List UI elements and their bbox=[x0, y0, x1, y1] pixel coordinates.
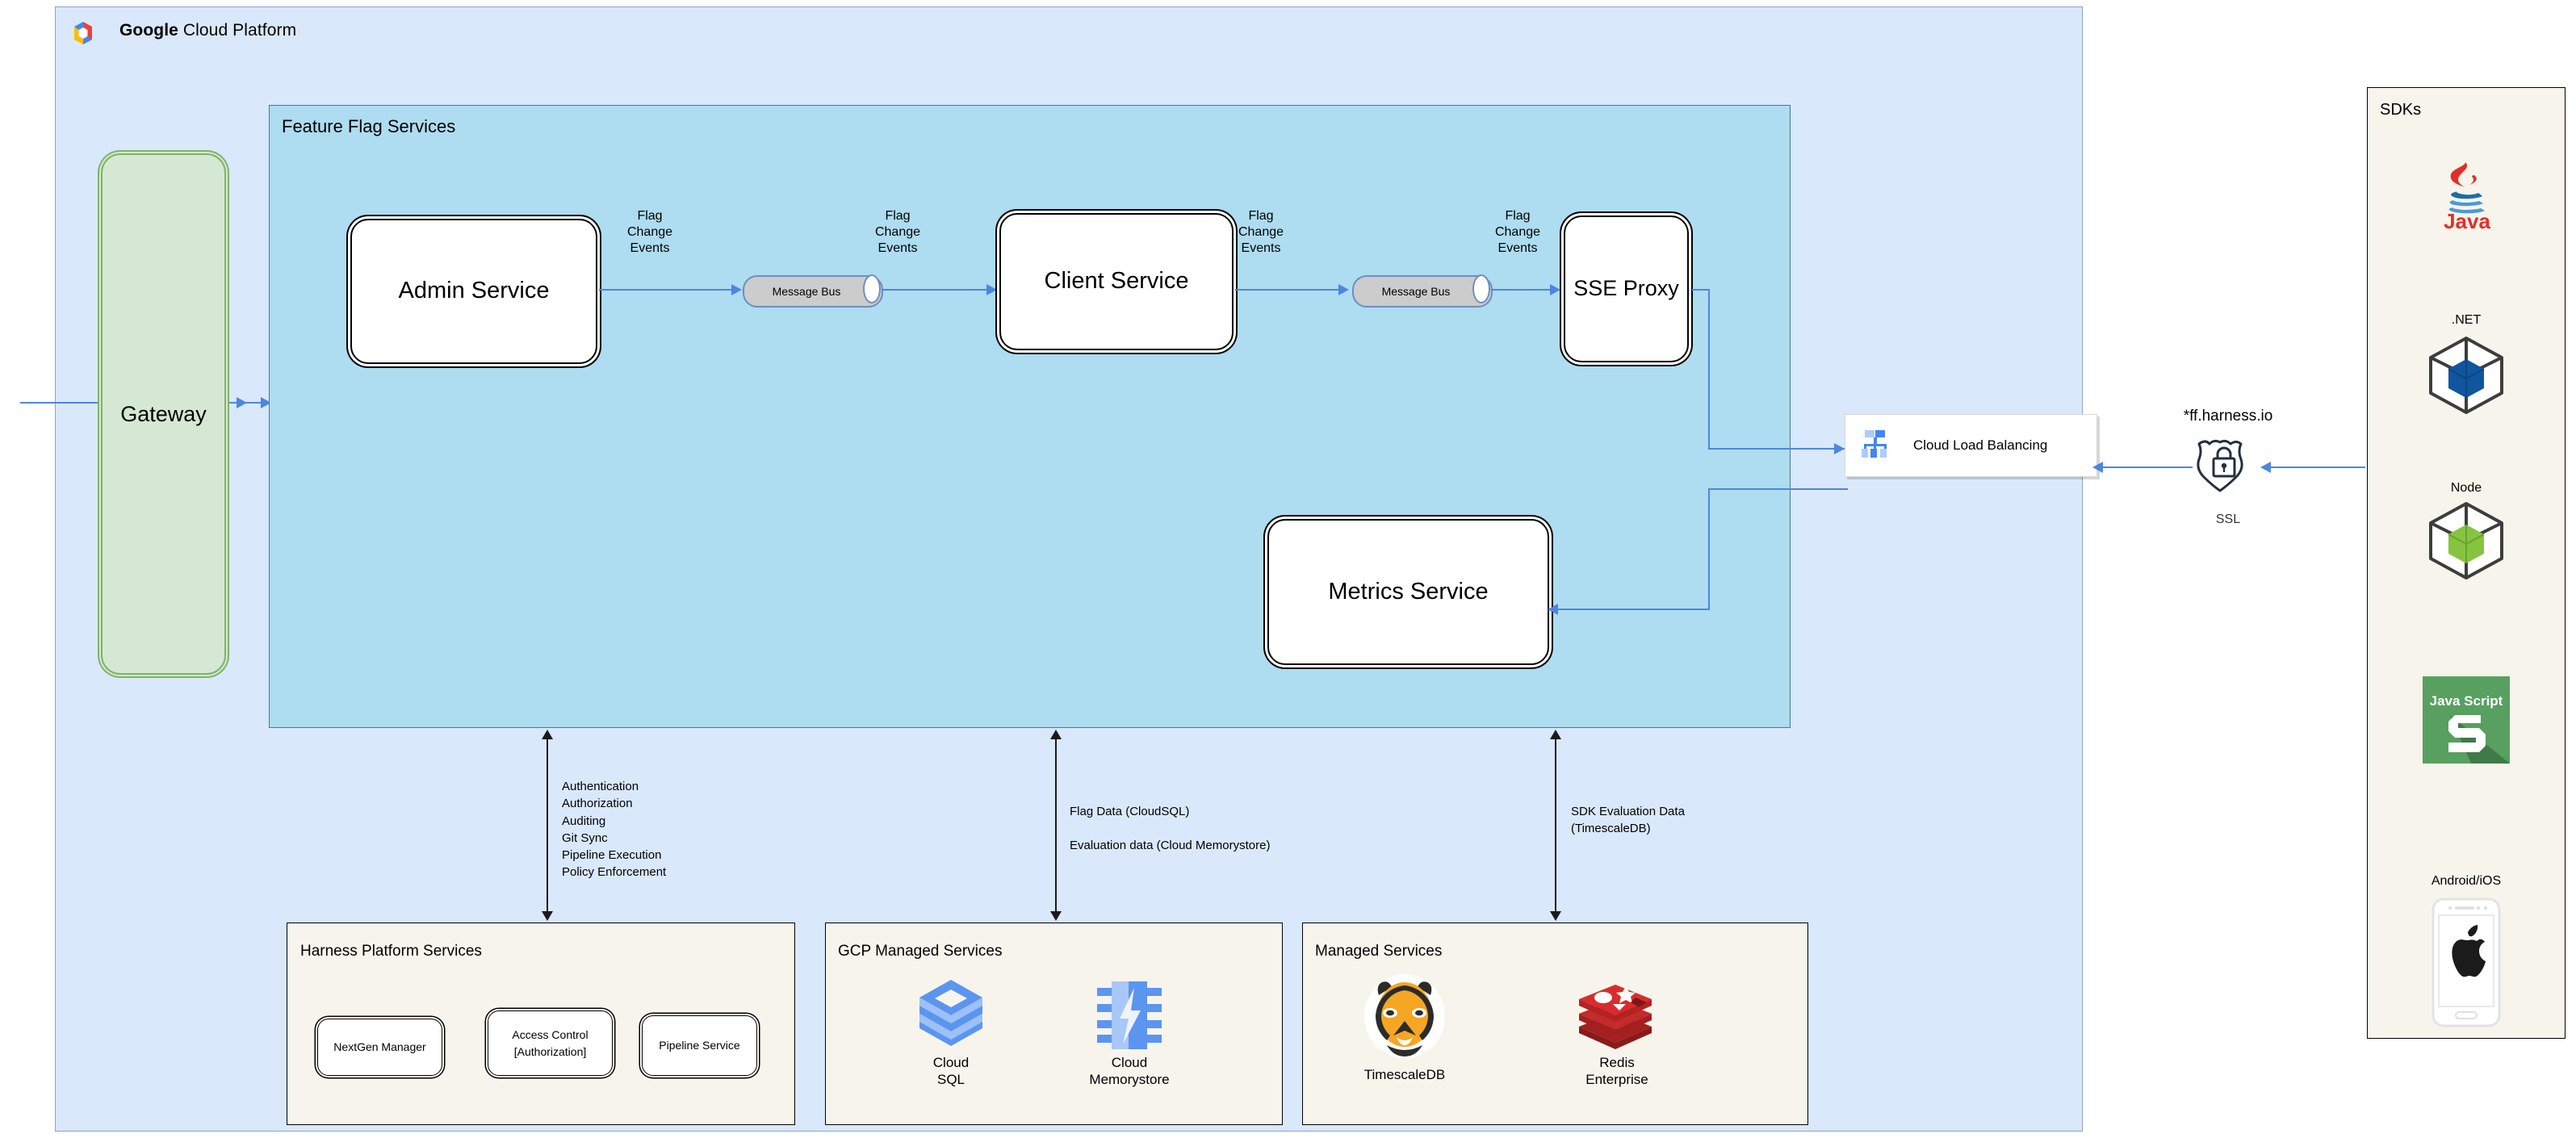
edge-label-flag-change-events-3: Flag Change Events bbox=[1238, 209, 1284, 255]
message-bus-1: Message Bus bbox=[743, 274, 883, 308]
sse-to-lb-seg1 bbox=[1692, 289, 1710, 291]
harness-flows-note: Authentication Authorization Auditing Gi… bbox=[562, 780, 667, 880]
message-bus-2: Message Bus bbox=[1352, 274, 1493, 308]
gcp-managed-panel-title: GCP Managed Services bbox=[838, 943, 1003, 960]
cloud-memorystore-icon bbox=[1092, 978, 1167, 1056]
harness-connector-arrow-up bbox=[542, 730, 553, 739]
lb-to-metrics-seg2 bbox=[1708, 488, 1710, 610]
managed-connector-arrow-up bbox=[1550, 730, 1561, 739]
ssl-to-lb-line bbox=[2097, 466, 2193, 468]
gcp-title-bold: Google bbox=[119, 21, 178, 40]
sdk-label-dotnet: .NET bbox=[2451, 313, 2482, 327]
timescaledb-caption: TimescaleDB bbox=[1363, 1067, 1446, 1082]
gcp-managed-connector-arrow-up bbox=[1050, 730, 1062, 739]
bus-to-sse-arrow bbox=[1550, 284, 1560, 295]
access-control-node: Access Control [Authorization] bbox=[488, 1010, 613, 1076]
sse-to-lb-seg2 bbox=[1708, 289, 1710, 449]
dotnet-cube-icon bbox=[2425, 335, 2507, 420]
admin-service-node: Admin Service bbox=[350, 219, 597, 364]
google-cloud-logo-icon bbox=[69, 19, 97, 47]
feature-flag-services-title: Feature Flag Services bbox=[282, 116, 456, 136]
harness-connector-line bbox=[547, 738, 548, 911]
sdk-label-node: Node bbox=[2450, 481, 2482, 495]
gcp-flow-note-2: Evaluation data (Cloud Memorystore) bbox=[1070, 839, 1271, 852]
sdks-panel-title: SDKs bbox=[2380, 101, 2422, 119]
ff-domain-label: *ff.harness.io bbox=[2183, 408, 2273, 425]
java-logo-icon: Java bbox=[2430, 157, 2504, 236]
ssl-label: SSL bbox=[2215, 513, 2241, 526]
client-to-bus-line bbox=[1235, 289, 1345, 291]
bus-to-client-arrow bbox=[986, 284, 997, 295]
admin-service-label: Admin Service bbox=[398, 278, 550, 304]
managed-connector-line bbox=[1555, 738, 1556, 911]
lb-to-metrics-seg3 bbox=[1556, 609, 1710, 610]
lb-to-metrics-arrow bbox=[1548, 604, 1558, 615]
managed-flow-note: SDK Evaluation Data (TimescaleDB) bbox=[1571, 805, 1685, 836]
harness-panel-title: Harness Platform Services bbox=[300, 943, 482, 960]
harness-connector-arrow-down bbox=[542, 911, 553, 921]
gateway-out-arrow bbox=[261, 397, 271, 408]
cloud-load-balancing-card: Cloud Load Balancing bbox=[1845, 414, 2097, 477]
svg-text:Java: Java bbox=[2444, 209, 2490, 232]
mobile-phone-apple-icon bbox=[2430, 896, 2503, 1033]
sse-to-lb-seg3 bbox=[1708, 448, 1848, 450]
admin-to-bus-line bbox=[599, 289, 735, 291]
message-bus-2-cap bbox=[1472, 274, 1490, 303]
gcp-managed-connector-arrow-down bbox=[1050, 911, 1062, 921]
edge-label-flag-change-events-2: Flag Change Events bbox=[874, 209, 921, 255]
metrics-service-node: Metrics Service bbox=[1267, 519, 1549, 665]
access-control-label: Access Control [Authorization] bbox=[512, 1027, 589, 1058]
sdks-to-ssl-arrow bbox=[2260, 462, 2271, 473]
message-bus-1-label: Message Bus bbox=[772, 285, 841, 298]
lb-to-metrics-seg1 bbox=[1708, 488, 1848, 490]
client-service-label: Client Service bbox=[1044, 268, 1189, 295]
pipeline-service-label: Pipeline Service bbox=[659, 1039, 740, 1052]
sdks-to-ssl-line bbox=[2265, 466, 2365, 468]
pipeline-service-node: Pipeline Service bbox=[642, 1015, 757, 1076]
redis-icon bbox=[1576, 978, 1655, 1053]
gcp-managed-services-panel bbox=[825, 923, 1283, 1125]
page-title: Google Cloud Platform bbox=[119, 21, 296, 40]
admin-to-bus-arrow bbox=[731, 284, 742, 295]
nextgen-manager-label: NextGen Manager bbox=[333, 1040, 426, 1053]
edge-label-flag-change-events-4: Flag Change Events bbox=[1494, 209, 1541, 255]
gcp-flow-note-1: Flag Data (CloudSQL) bbox=[1070, 805, 1190, 818]
cloud-sql-caption: Cloud SQL bbox=[932, 1055, 970, 1087]
nextgen-manager-node: NextGen Manager bbox=[317, 1019, 442, 1076]
edge-label-flag-change-events-1: Flag Change Events bbox=[626, 209, 673, 255]
node-cube-icon bbox=[2425, 500, 2507, 585]
managed-panel-title: Managed Services bbox=[1315, 943, 1443, 960]
ssl-to-lb-arrow bbox=[2092, 462, 2103, 473]
shield-lock-icon bbox=[2189, 436, 2259, 492]
cloud-load-balancing-label: Cloud Load Balancing bbox=[1913, 437, 2048, 453]
message-bus-1-cap bbox=[863, 274, 881, 303]
client-service-node: Client Service bbox=[999, 213, 1234, 350]
metrics-service-label: Metrics Service bbox=[1328, 578, 1489, 605]
sse-proxy-label: SSE Proxy bbox=[1573, 276, 1679, 301]
redis-caption: Redis Enterprise bbox=[1585, 1055, 1648, 1087]
client-to-bus-arrow bbox=[1338, 284, 1349, 295]
message-bus-2-label: Message Bus bbox=[1381, 285, 1451, 298]
bus-to-client-line bbox=[882, 289, 993, 291]
managed-connector-arrow-down bbox=[1550, 911, 1561, 921]
gateway-node: Gateway bbox=[101, 153, 226, 675]
javascript-logo-icon: Java Script bbox=[2423, 676, 2510, 768]
gateway-out-line bbox=[232, 402, 274, 404]
sse-to-lb-arrow bbox=[1834, 443, 1845, 454]
cloud-memorystore-caption: Cloud Memorystore bbox=[1089, 1055, 1170, 1087]
sdk-label-android-ios: Android/iOS bbox=[2431, 874, 2502, 888]
bus-to-sse-line bbox=[1492, 289, 1558, 291]
sse-proxy-node: SSE Proxy bbox=[1564, 215, 1689, 362]
svg-text:Java Script: Java Script bbox=[2430, 693, 2503, 709]
gcp-managed-connector-line bbox=[1055, 738, 1057, 911]
gateway-label: Gateway bbox=[120, 401, 207, 426]
timescaledb-tiger-icon bbox=[1363, 974, 1447, 1062]
cloud-sql-icon bbox=[916, 978, 986, 1056]
gcp-title-rest: Cloud Platform bbox=[178, 21, 297, 40]
cloud-load-balancing-icon bbox=[1860, 429, 1892, 463]
feature-flag-services-container bbox=[269, 105, 1791, 728]
